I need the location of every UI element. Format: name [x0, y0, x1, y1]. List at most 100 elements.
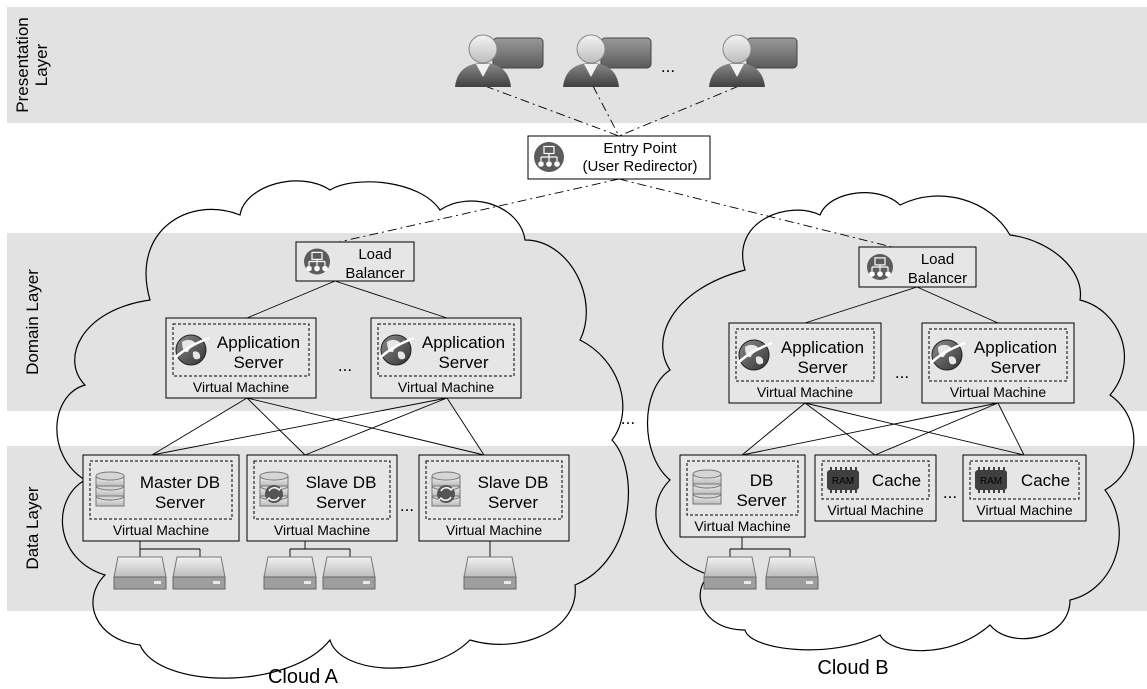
drive-top: [113, 556, 167, 578]
monitor-shape: [600, 37, 652, 69]
ram-body: [975, 470, 1007, 490]
cloud-a-app-server-1-inner-frame: [172, 323, 310, 377]
icon-leaf-node: [877, 271, 883, 277]
cloud-b-cache-2-vm-label: Virtual Machine: [976, 502, 1072, 518]
cloud-b-db-server-vm-label: Virtual Machine: [694, 518, 790, 534]
ram-pin: [855, 490, 857, 493]
globe-continents: [387, 339, 406, 360]
domain-layer-label-text: Domain Layer: [23, 269, 42, 375]
drive-top: [322, 556, 376, 578]
hard-drive-icon: [113, 556, 167, 590]
app-to-data-link: [246, 397, 485, 456]
user-workstation-icon: [563, 34, 652, 87]
cloud-b-db-server-inner-frame: [686, 460, 799, 516]
cloud-b-label: Cloud B: [817, 657, 888, 679]
cloud-a-data-ellipsis: ...: [400, 496, 414, 515]
globe-server-icon: [379, 334, 415, 366]
globe-continents: [745, 344, 764, 365]
lb-b-to-app-link: [916, 286, 999, 324]
ram-pin: [978, 490, 980, 493]
cloud-b-outline: [646, 192, 1135, 652]
hard-drive-icon: [703, 556, 757, 590]
globe-swoosh: [930, 341, 966, 364]
drive-top: [703, 556, 757, 578]
cloud-a-label: Cloud A: [268, 666, 339, 688]
ram-pin: [830, 467, 832, 470]
cloud-b-app-ellipsis: ...: [895, 363, 909, 382]
ram-pin: [840, 490, 842, 493]
cloud-a-slave-db-2-vm-label: Virtual Machine: [446, 522, 542, 538]
users-ellipsis: ...: [661, 57, 675, 76]
icon-leaf-node: [314, 265, 320, 272]
drive-top: [172, 556, 226, 578]
cloud-b-cache-2-title: Cache: [1021, 471, 1070, 490]
hard-drive-icon: [463, 556, 517, 590]
icon-leaf-node: [306, 265, 312, 272]
ram-pin: [840, 467, 842, 470]
icon-leaf-node: [322, 265, 328, 272]
drive-front: [463, 576, 517, 590]
globe-disc: [380, 334, 412, 366]
app-to-data-link: [304, 397, 448, 456]
icon-top-node: [311, 251, 323, 260]
sync-arrows: [438, 487, 454, 501]
network-hierarchy-icon: [304, 248, 330, 275]
cloud-a-app-ellipsis: ...: [338, 356, 352, 375]
drive-front: [263, 576, 317, 590]
drive-led: [744, 581, 751, 584]
cloud-b-app-server-2-vm-label: Virtual Machine: [950, 384, 1046, 400]
ram-badge-text: RAM: [980, 476, 1002, 487]
cloud-a-master-db-vm-label: Virtual Machine: [113, 522, 209, 538]
sync-arrows: [266, 487, 282, 501]
ram-pin: [983, 467, 985, 470]
app-to-data-link: [804, 402, 1025, 456]
drive-led: [213, 581, 220, 584]
ram-pin: [993, 490, 995, 493]
icon-leaf-node: [538, 161, 544, 167]
app-to-data-link: [246, 397, 306, 456]
globe-server-icon: [930, 339, 966, 371]
entry-to-lb-b-link: [618, 178, 901, 250]
icon-links: [540, 153, 558, 161]
icon-leaf-node: [546, 161, 552, 167]
ram-pin: [993, 467, 995, 470]
drive-front: [113, 576, 167, 590]
cloud-b-cache-1-title: Cache: [872, 471, 921, 490]
database-icon: [692, 469, 722, 505]
user-workstation-icon: [709, 34, 798, 87]
globe-disc: [931, 339, 963, 371]
ram-chip-icon: RAM: [975, 467, 1007, 493]
drive-top: [263, 556, 317, 578]
data-layer-label-text: Data Layer: [23, 486, 42, 569]
collar-shape: [584, 64, 598, 77]
hard-drive-icon: [322, 556, 376, 590]
presentation-layer-label: PresentationLayer: [13, 17, 51, 112]
app-to-data-link: [151, 397, 448, 456]
icon-leaf-node: [885, 271, 891, 277]
db-sync-icon: [431, 471, 461, 507]
collar-shape: [730, 64, 744, 77]
ram-chip-icon: RAM: [827, 467, 859, 493]
app-to-data-link: [446, 397, 485, 456]
entry-point: Entry Point(User Redirector): [527, 135, 711, 180]
drive-front: [703, 576, 757, 590]
cloud-b-cache-2-inner-frame: [969, 460, 1080, 500]
app-to-data-link: [741, 402, 999, 456]
globe-server-icon: [174, 334, 210, 366]
ram-pin: [988, 490, 990, 493]
hard-drive-icon: [765, 556, 819, 590]
hard-drive-icon: [263, 556, 317, 590]
cloud-a-master-db-inner-frame: [89, 460, 233, 520]
